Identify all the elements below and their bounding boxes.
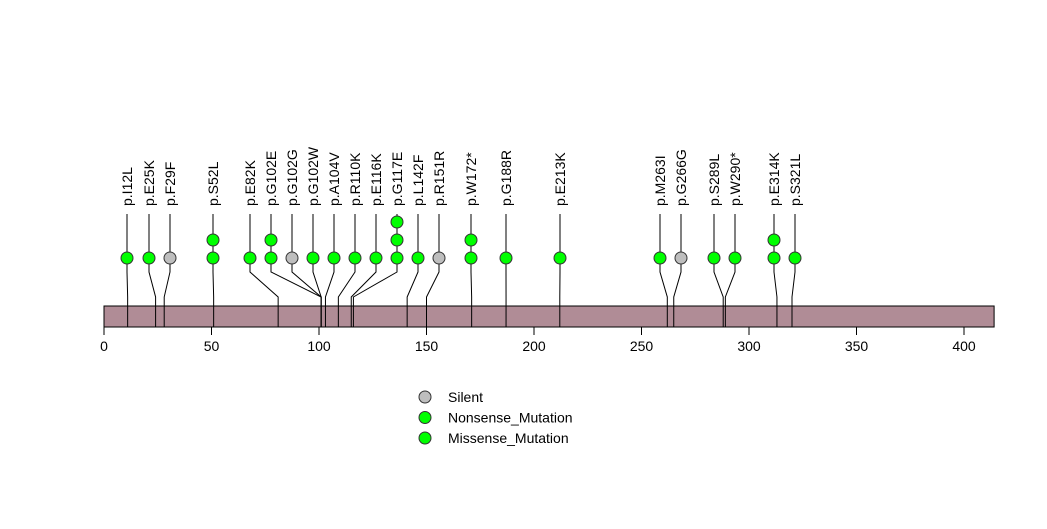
mutation-lollipop: p.S52L xyxy=(205,161,221,327)
mutation-point xyxy=(328,252,340,264)
mutation-lollipop: p.E213K xyxy=(552,152,568,327)
mutation-lollipop: p.E25K xyxy=(141,159,157,327)
mutation-label: p.M263I xyxy=(652,155,668,206)
mutation-label: p.S289L xyxy=(706,154,722,206)
mutation-lollipop: p.M263I xyxy=(652,155,668,327)
mutation-lollipop: p.S289L xyxy=(706,154,723,327)
mutation-point xyxy=(654,252,666,264)
mutation-lollipop: p.G102W xyxy=(305,146,321,327)
mutation-point xyxy=(391,216,403,228)
mutation-point xyxy=(121,252,133,264)
mutation-point xyxy=(391,234,403,246)
mutation-point xyxy=(207,252,219,264)
x-tick-label: 100 xyxy=(307,338,331,354)
mutation-point xyxy=(164,252,176,264)
mutation-lollipop: p.R110K xyxy=(338,152,363,327)
mutation-point xyxy=(500,252,512,264)
mutation-label: p.E116K xyxy=(368,153,384,206)
mutation-label: p.E25K xyxy=(141,159,157,206)
mutation-point xyxy=(768,252,780,264)
x-tick-label: 200 xyxy=(522,338,546,354)
mutation-label: p.I12L xyxy=(119,167,135,206)
mutation-point xyxy=(729,252,741,264)
mutation-point xyxy=(286,252,298,264)
mutation-point xyxy=(465,252,477,264)
legend-label: Nonsense_Mutation xyxy=(448,410,573,426)
mutation-point xyxy=(391,252,403,264)
mutation-label: p.R151R xyxy=(431,151,447,206)
mutation-lollipop: p.W290* xyxy=(725,152,743,327)
mutation-lollipop: p.L142F xyxy=(407,155,426,327)
legend-marker xyxy=(419,412,431,424)
mutation-label: p.E314K xyxy=(766,152,782,206)
mutation-point xyxy=(143,252,155,264)
mutation-label: p.R110K xyxy=(347,152,363,206)
mutation-label: p.G188R xyxy=(498,150,514,206)
mutation-label: p.E82K xyxy=(242,159,258,206)
x-tick-label: 250 xyxy=(630,338,654,354)
mutation-point xyxy=(433,252,445,264)
mutation-point xyxy=(207,234,219,246)
mutation-label: p.A104V xyxy=(326,152,342,206)
mutation-lollipop: p.E314K xyxy=(766,152,782,327)
mutation-point xyxy=(554,252,566,264)
mutation-point xyxy=(265,252,277,264)
mutation-label: p.G102W xyxy=(305,146,321,206)
mutation-lollipop: p.S321L xyxy=(787,154,803,327)
mutation-label: p.L142F xyxy=(410,155,426,206)
x-tick-label: 50 xyxy=(204,338,220,354)
mutation-label: p.G266G xyxy=(673,149,689,206)
x-tick-label: 350 xyxy=(845,338,869,354)
mutation-label: p.F29F xyxy=(162,162,178,206)
mutation-point xyxy=(307,252,319,264)
mutation-lollipop: p.A104V xyxy=(325,152,342,327)
mutation-lollipop: p.G266G xyxy=(673,149,689,327)
mutation-lollipop: p.R151R xyxy=(427,151,448,327)
legend-label: Missense_Mutation xyxy=(448,430,569,446)
x-tick-label: 150 xyxy=(415,338,439,354)
mutation-point xyxy=(708,252,720,264)
mutation-point xyxy=(412,252,424,264)
mutation-label: p.G102E xyxy=(263,151,279,206)
mutation-label: p.W290* xyxy=(727,152,743,206)
mutation-point xyxy=(789,252,801,264)
x-tick-label: 0 xyxy=(100,338,108,354)
mutation-label: p.S321L xyxy=(787,154,803,206)
mutation-point xyxy=(675,252,687,264)
mutation-lollipop: p.F29F xyxy=(162,162,178,327)
mutation-label: p.G102G xyxy=(284,149,300,206)
mutation-lollipop: p.I12L xyxy=(119,167,135,327)
x-tick-label: 400 xyxy=(952,338,976,354)
mutation-point xyxy=(265,234,277,246)
mutation-label: p.G117E xyxy=(389,152,405,206)
legend-label: Silent xyxy=(448,389,483,405)
mutation-label: p.W172* xyxy=(463,152,479,206)
mutation-point xyxy=(349,252,361,264)
mutation-point xyxy=(768,234,780,246)
mutation-lollipop: p.W172* xyxy=(463,152,479,327)
mutation-point xyxy=(244,252,256,264)
mutation-lollipop: p.G188R xyxy=(498,150,514,327)
mutation-point xyxy=(370,252,382,264)
mutation-label: p.E213K xyxy=(552,152,568,206)
protein-bar xyxy=(104,306,994,327)
legend-marker xyxy=(419,432,431,444)
legend-marker xyxy=(419,391,431,403)
mutation-label: p.S52L xyxy=(205,161,221,206)
x-tick-label: 300 xyxy=(737,338,761,354)
mutation-point xyxy=(465,234,477,246)
